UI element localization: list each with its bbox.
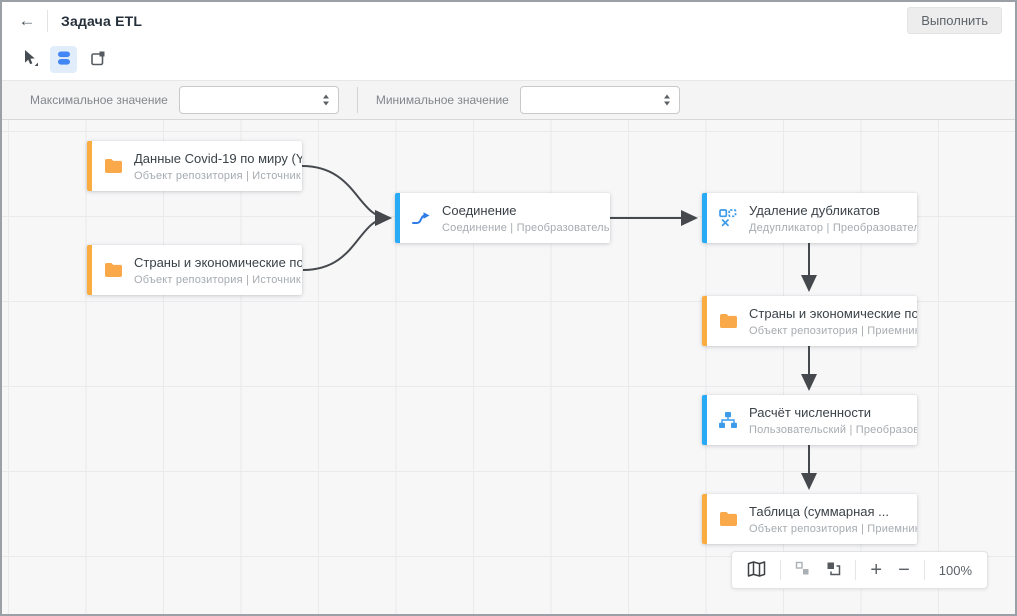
toolbar: [2, 39, 1015, 80]
flow-node[interactable]: Страны и экономические пок... Объект реп…: [87, 245, 302, 295]
max-value-input[interactable]: [179, 87, 338, 113]
max-value-label: Максимальное значение: [30, 93, 168, 107]
flow-node[interactable]: Соединение Соединение | Преобразователь: [395, 193, 610, 243]
node-subtitle: Объект репозитория | Приемник: [749, 324, 917, 337]
node-title: Данные Covid-19 по миру (Yan...: [134, 150, 302, 166]
zoom-bar: + − 100%: [731, 551, 988, 589]
map-icon: [747, 560, 766, 580]
minimap-button[interactable]: [745, 559, 768, 582]
min-value-field: [519, 86, 680, 114]
max-value-stepper[interactable]: [322, 94, 329, 106]
folder-icon: [718, 512, 738, 526]
zoom-out-button[interactable]: −: [896, 558, 912, 582]
folder-icon: [103, 263, 123, 277]
flow-node[interactable]: Данные Covid-19 по миру (Yan... Объект р…: [87, 141, 302, 191]
node-subtitle: Объект репозитория | Источник: [134, 169, 301, 182]
run-button[interactable]: Выполнить: [907, 7, 1002, 34]
node-title: Таблица (суммарная ...: [749, 503, 889, 519]
node-title: Соединение: [442, 202, 517, 218]
node-subtitle: Соединение | Преобразователь: [442, 221, 610, 234]
pointer-icon: [21, 49, 39, 70]
filter-divider: [356, 87, 358, 113]
node-subtitle: Объект репозитория | Источник: [134, 273, 301, 286]
node-subtitle: Объект репозитория | Приемник: [749, 522, 917, 535]
sitemap-icon: [718, 412, 738, 428]
zoom-bar-divider: [855, 560, 857, 580]
flow-canvas[interactable]: Данные Covid-19 по миру (Yan... Объект р…: [2, 120, 1015, 614]
nodes-tool-button[interactable]: [50, 46, 77, 73]
zoom-level: 100%: [938, 562, 972, 578]
deduplicate-icon: [718, 209, 738, 227]
node-subtitle: Дедупликатор | Преобразователь: [749, 221, 917, 234]
header: ← Задача ETL Выполнить: [2, 2, 1015, 39]
node-subtitle: Пользовательский | Преобразова...: [749, 423, 917, 436]
flow-node[interactable]: Таблица (суммарная ... Объект репозитори…: [702, 494, 917, 544]
node-title: Страны и экономические пок...: [134, 254, 302, 270]
back-button[interactable]: ←: [15, 9, 39, 33]
zoom-bar-divider: [780, 560, 782, 580]
scale-down-icon: [795, 561, 810, 579]
fit-tool-button[interactable]: [84, 46, 111, 73]
min-value-label: Минимальное значение: [375, 93, 509, 107]
min-value-stepper[interactable]: [663, 94, 670, 106]
fit-selection-icon: [90, 50, 106, 69]
flow-node[interactable]: Расчёт численности Пользовательский | Пр…: [702, 395, 917, 445]
node-title: Расчёт численности: [749, 404, 872, 420]
scale-down-button[interactable]: [793, 559, 812, 581]
folder-icon: [718, 314, 738, 328]
plus-icon: +: [870, 559, 883, 581]
max-value-field: [178, 86, 339, 114]
flow-node[interactable]: Удаление дубликатов Дедупликатор | Преоб…: [702, 193, 917, 243]
scale-up-button[interactable]: [824, 559, 843, 581]
node-title: Удаление дубликатов: [749, 202, 880, 218]
join-icon: [411, 211, 431, 225]
nodes-icon: [56, 50, 72, 69]
folder-icon: [103, 159, 123, 173]
pointer-tool-button[interactable]: [16, 46, 43, 73]
flow-node[interactable]: Страны и экономические пок... Объект реп…: [702, 296, 917, 346]
zoom-bar-divider: [923, 560, 925, 580]
min-value-input[interactable]: [520, 87, 679, 113]
page-title: Задача ETL: [61, 12, 143, 29]
node-title: Страны и экономические пок...: [749, 305, 917, 321]
minus-icon: −: [898, 559, 910, 581]
filter-bar: Максимальное значение Минимальное значен…: [2, 80, 1015, 120]
zoom-in-button[interactable]: +: [868, 558, 884, 582]
scale-up-icon: [826, 561, 841, 579]
header-divider: [47, 9, 48, 32]
